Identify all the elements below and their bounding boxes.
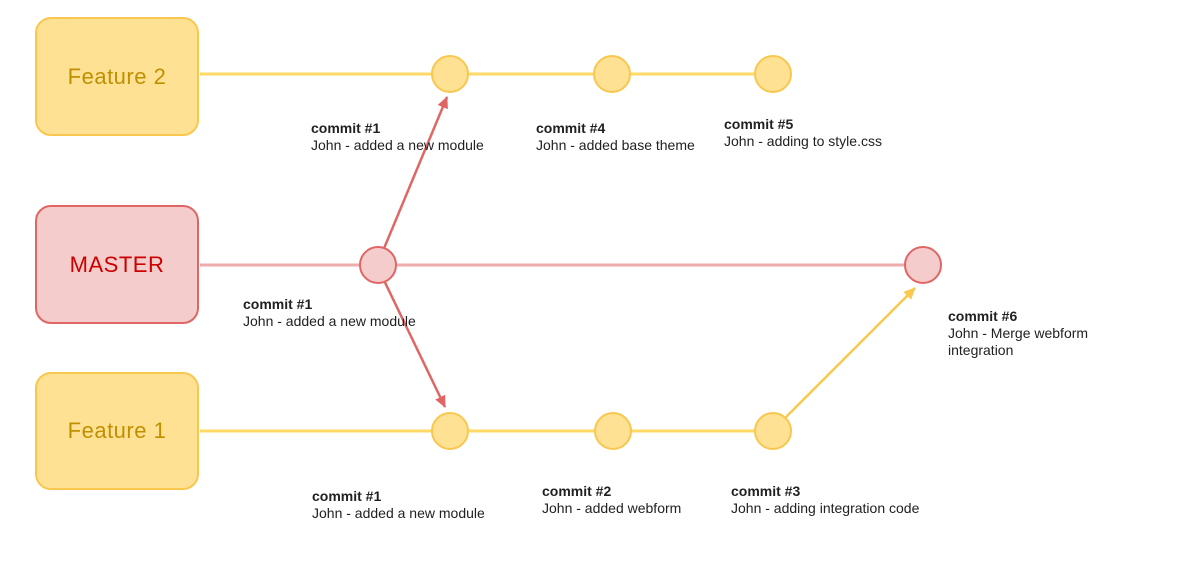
branch-box-master: MASTER — [35, 205, 199, 324]
commit-label-feature1-3: commit #3 John - adding integration code — [731, 483, 919, 517]
commit-title: commit #5 — [724, 116, 794, 132]
commit-label-feature2-4: commit #4 John - added base theme — [536, 120, 695, 154]
commit-label-master-1: commit #1 John - added a new module — [243, 296, 416, 330]
commit-title: commit #4 — [536, 120, 606, 136]
commit-desc: John - adding integration code — [731, 500, 920, 516]
commit-node-feature1-2 — [594, 412, 632, 450]
commit-node-feature2-4 — [593, 55, 631, 93]
commit-title: commit #3 — [731, 483, 801, 499]
branch-label-feature2: Feature 2 — [67, 63, 167, 89]
branch-label-feature1: Feature 1 — [67, 418, 167, 443]
commit-node-feature1-3 — [754, 412, 792, 450]
commit-node-feature1-1 — [431, 412, 469, 450]
commit-desc: John - Merge webform integration — [948, 325, 1089, 358]
commit-desc: John - added webform — [542, 500, 682, 516]
commit-title: commit #6 — [948, 308, 1018, 324]
branch-box-feature2: Feature 2 — [35, 17, 199, 136]
merge-arrow-feature1-to-master — [778, 287, 916, 425]
commit-title: commit #1 — [243, 296, 313, 312]
branch-label-master: MASTER — [69, 251, 165, 277]
commit-desc: John - added a new module — [312, 505, 485, 521]
branch-box-feature1: Feature 1 — [35, 372, 199, 490]
commit-label-feature2-5: commit #5 John - adding to style.css — [724, 116, 882, 150]
commit-desc: John - added base theme — [536, 137, 695, 153]
commit-label-master-6: commit #6 John - Merge webform integrati… — [948, 308, 1098, 359]
commit-node-master-6 — [904, 246, 942, 284]
commit-desc: John - adding to style.css — [724, 133, 882, 149]
commit-label-feature1-1: commit #1 John - added a new module — [312, 488, 485, 522]
commit-node-master-1 — [359, 246, 397, 284]
commit-desc: John - added a new module — [243, 313, 416, 329]
commit-title: commit #1 — [311, 120, 381, 136]
commit-desc: John - added a new module — [311, 137, 484, 153]
branch-arrow-master-to-feature2 — [378, 96, 449, 259]
commit-label-feature1-2: commit #2 John - added webform — [542, 483, 681, 517]
commit-node-feature2-5 — [754, 55, 792, 93]
commit-node-feature2-1 — [431, 55, 469, 93]
commit-title: commit #2 — [542, 483, 612, 499]
branch-arrow-master-to-feature1 — [378, 271, 447, 408]
commit-title: commit #1 — [312, 488, 382, 504]
commit-label-feature2-1: commit #1 John - added a new module — [311, 120, 484, 154]
